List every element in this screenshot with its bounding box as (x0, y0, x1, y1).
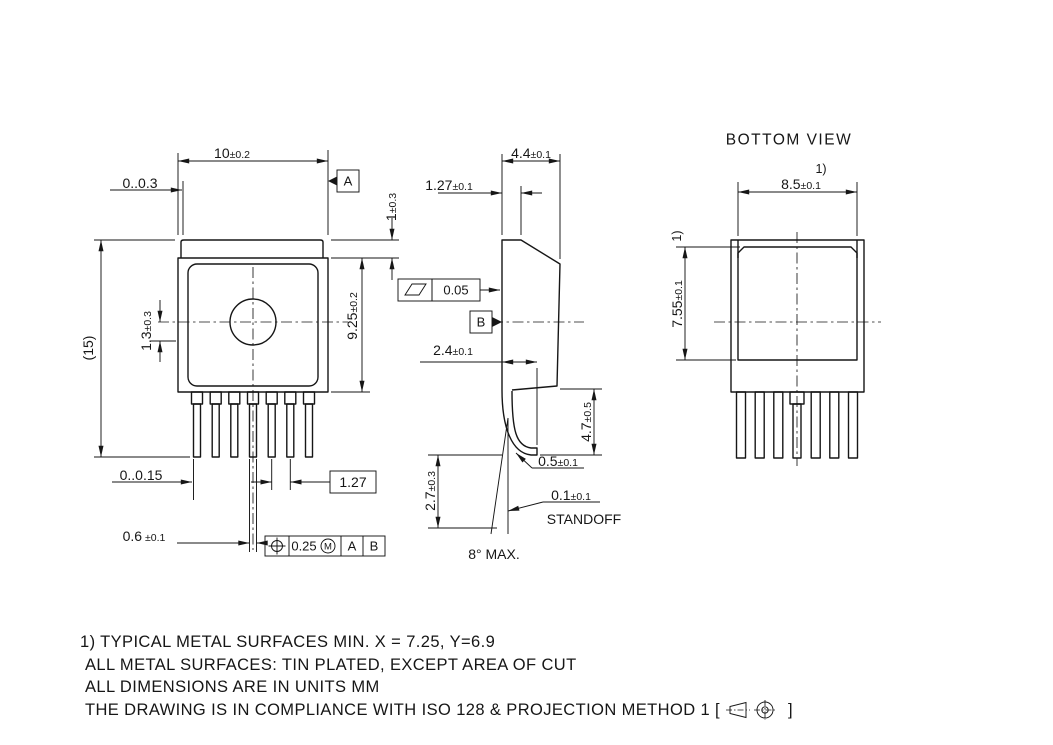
pitch-dim-box (329, 470, 377, 494)
dim-lead-exit: 2.4±0.1 (433, 341, 473, 358)
note-line-4: THE DRAWING IS IN COMPLIANCE WITH ISO 12… (80, 699, 793, 722)
dim-lead-align: 0..0.15 (119, 467, 163, 483)
note-line-2: ALL METAL SURFACES: TIN PLATED, EXCEPT A… (85, 655, 577, 674)
datum-b-triangle (492, 317, 502, 327)
dim-lead-thickness: 0.5±0.1 (538, 452, 578, 469)
bottom-view-drawing (676, 182, 881, 466)
note-line-1: 1) TYPICAL METAL SURFACES MIN. X = 7.25,… (80, 633, 496, 651)
dim-tab-thickness: 1.27±0.1 (425, 176, 473, 193)
note-ref-top: 1) (815, 161, 827, 176)
dim-lead-length: 2.7±0.3 (421, 471, 438, 511)
dim-pad-width: 8.5±0.1 (781, 175, 821, 192)
dim-lead-pitch: 1.27 (339, 474, 367, 490)
dim-body-width: 10±0.2 (214, 144, 250, 161)
note-line-4-close: ] (788, 700, 794, 719)
datum-a-triangle (328, 176, 337, 186)
bottom-leads (735, 391, 859, 459)
fcf-mmc-modifier: M (324, 540, 332, 552)
dim-lead-width: 0.6 ±0.1 (122, 527, 166, 544)
bottom-body-outline (730, 239, 865, 393)
metal-pad-outline (737, 246, 858, 361)
note-line-3: ALL DIMENSIONS ARE IN UNITS MM (85, 678, 380, 696)
lead-angle-label: 8° MAX. (468, 546, 520, 562)
dim-body-height: 9.25±0.2 (343, 292, 360, 340)
datum-b-label: B (476, 314, 486, 330)
mmc-modifier-circle (320, 538, 336, 554)
dim-tab-inset: 0..0.3 (122, 175, 158, 191)
note-line-4-text: THE DRAWING IS IN COMPLIANCE WITH ISO 12… (85, 700, 721, 719)
note-ref-side: 1) (669, 230, 684, 242)
datum-b-box (469, 310, 493, 334)
side-view-drawing (397, 154, 602, 535)
tab-outline (180, 239, 324, 258)
dim-hole-offset: 1.3±0.3 (137, 311, 154, 351)
front-leads (190, 391, 316, 458)
dim-overall-height: (15) (80, 335, 96, 361)
position-symbol-icon (268, 537, 286, 555)
dim-standoff: 0.1±0.1 (551, 486, 591, 503)
datum-a-box (336, 169, 360, 193)
datum-a-label: A (343, 173, 353, 189)
fcf-datum-2: B (369, 538, 379, 554)
flatness-fcf (397, 278, 500, 302)
dim-tab-height: 1±0.3 (382, 192, 399, 222)
dim-bend-height: 4.7±0.5 (577, 402, 594, 442)
dim-pad-height: 7.55±0.1 (668, 280, 685, 328)
front-view-drawing (94, 150, 399, 557)
position-fcf (264, 535, 386, 557)
dim-depth: 4.4±0.1 (511, 144, 551, 161)
first-angle-projection-icon (726, 699, 777, 720)
fcf-datum-1: A (347, 538, 357, 554)
side-lead-outline (501, 389, 538, 456)
flatness-symbol-icon (404, 283, 427, 296)
notes-block: 1) TYPICAL METAL SURFACES MIN. X = 7.25,… (80, 631, 793, 721)
side-body-outline (501, 239, 561, 391)
fcf-tolerance: 0.25 (291, 538, 317, 554)
bottom-view-title: BOTTOM VIEW (725, 131, 853, 149)
standoff-label: STANDOFF (546, 511, 622, 527)
flatness-value: 0.05 (443, 282, 469, 298)
